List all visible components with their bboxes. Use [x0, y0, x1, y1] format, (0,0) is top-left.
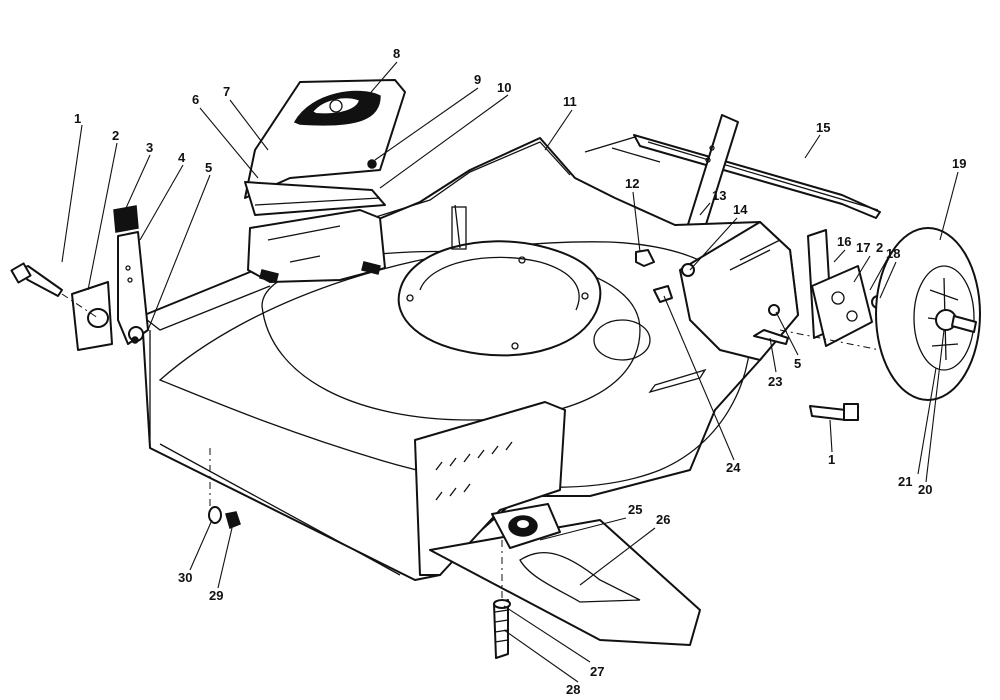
callout-15: 15 [816, 120, 830, 135]
callout-21: 21 [898, 474, 912, 489]
callout-5-rear: 5 [794, 356, 801, 371]
deck-nut-washer [208, 448, 241, 530]
callout-6: 6 [192, 92, 199, 107]
discharge-door [244, 79, 406, 216]
callout-7: 7 [223, 84, 230, 99]
callout-5-front: 5 [205, 160, 212, 175]
callout-26: 26 [656, 512, 670, 527]
callout-19: 19 [952, 156, 966, 171]
callout-labels: 1 2 3 4 5 6 7 8 9 10 11 12 13 14 15 16 1… [74, 46, 966, 697]
callout-11: 11 [563, 94, 577, 109]
callout-4: 4 [178, 150, 186, 165]
callout-17: 17 [856, 240, 870, 255]
rear-wheel-assembly [779, 227, 981, 401]
deck-housing [141, 137, 799, 581]
callout-20: 20 [918, 482, 932, 497]
callout-30: 30 [178, 570, 192, 585]
callout-3: 3 [146, 140, 153, 155]
callout-12: 12 [625, 176, 639, 191]
callout-14: 14 [733, 202, 748, 217]
callout-1-front-bolt: 1 [74, 111, 81, 126]
callout-25: 25 [628, 502, 642, 517]
callout-16: 16 [837, 234, 851, 249]
callout-18: 18 [886, 246, 900, 261]
callout-24: 24 [726, 460, 741, 475]
callout-2-rear: 2 [876, 240, 883, 255]
callout-27: 27 [590, 664, 604, 679]
callout-9: 9 [474, 72, 481, 87]
front-axle-bolt [10, 262, 99, 319]
cutting-blade [429, 503, 701, 646]
callout-29: 29 [209, 588, 223, 603]
callout-13: 13 [712, 188, 726, 203]
door-hinge-bracket [247, 159, 386, 283]
callout-1-rear-bolt: 1 [828, 452, 835, 467]
blade-bolt [493, 540, 511, 659]
callout-28: 28 [566, 682, 580, 697]
leader-lines [61, 61, 959, 683]
callout-2-front: 2 [112, 128, 119, 143]
side-hardware [635, 249, 859, 421]
rear-axle-bar [584, 134, 881, 219]
front-height-bracket [71, 205, 149, 351]
callout-10: 10 [497, 80, 511, 95]
callout-8: 8 [393, 46, 400, 61]
callout-23: 23 [768, 374, 782, 389]
